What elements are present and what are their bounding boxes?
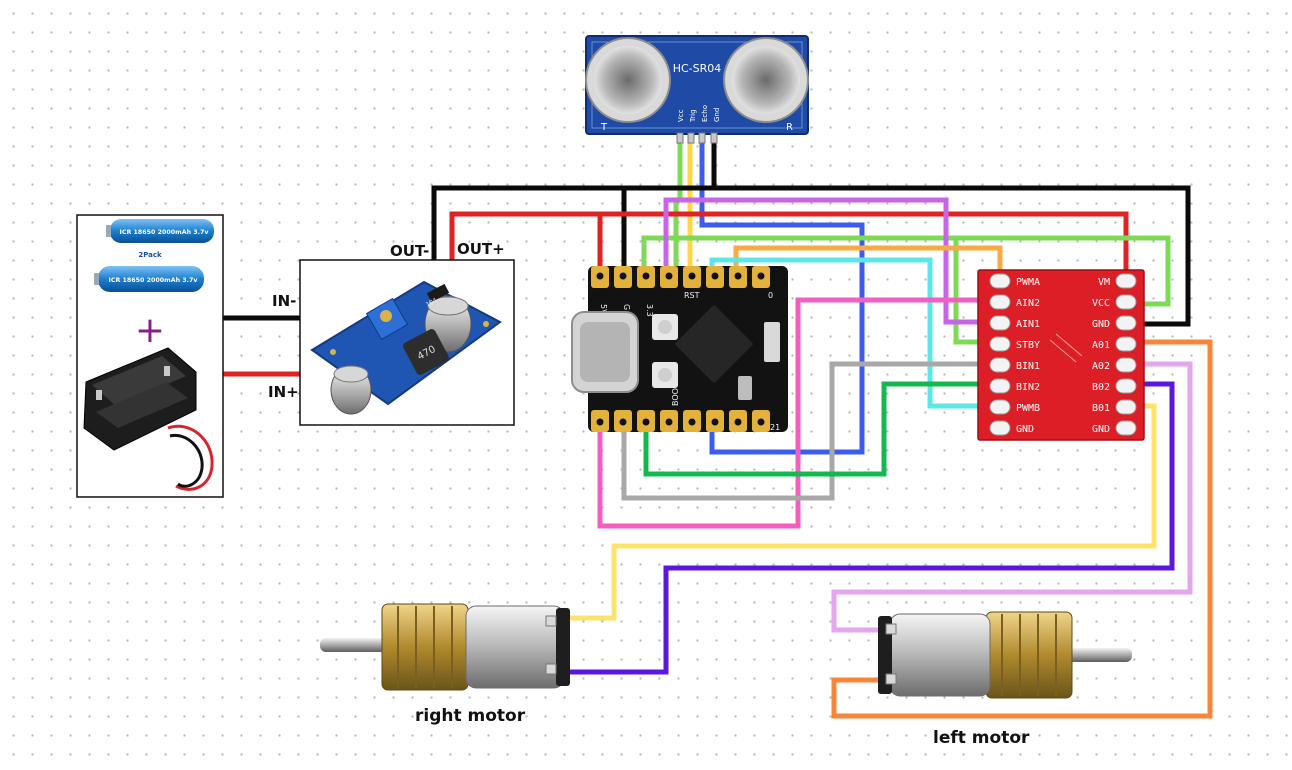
wire-sensor-vcc bbox=[673, 140, 683, 278]
sensor-t-mark: T bbox=[600, 122, 608, 133]
driver-pin-stby: STBY bbox=[1016, 340, 1040, 351]
driver-pin-ain1: AIN1 bbox=[1016, 319, 1040, 330]
buck-out-plus-label: OUT+ bbox=[457, 240, 505, 258]
driver-pin-pwmb: PWMB bbox=[1016, 403, 1040, 414]
buck-in-minus-label: IN- bbox=[272, 292, 297, 310]
battery-holder-icon bbox=[83, 347, 214, 491]
ultrasonic-sensor: HC-SR04 T R Vcc Trig Echo Gnd bbox=[585, 35, 809, 144]
buck-out-minus-label: OUT- bbox=[390, 242, 430, 260]
mcu-label-boot: BOOT bbox=[671, 383, 680, 406]
wire-purple-ain1 bbox=[663, 197, 998, 325]
driver-pin-vm: VM bbox=[1098, 277, 1110, 288]
wire-red-power-bus bbox=[449, 211, 1129, 282]
right-motor bbox=[320, 603, 570, 691]
buck-converter: 470 104 bbox=[299, 259, 515, 426]
sensor-pin-trig: Trig bbox=[689, 109, 697, 123]
driver-pin-bin1: BIN1 bbox=[1016, 361, 1040, 372]
buck-in-plus-label: IN+ bbox=[268, 383, 299, 401]
sensor-r-mark: R bbox=[786, 122, 793, 133]
driver-pin-ain2: AIN2 bbox=[1016, 298, 1040, 309]
mcu-chip-icon bbox=[675, 305, 753, 383]
motor-driver-tb6612: PWMA AIN2 AIN1 STBY BIN1 BIN2 PWMB GND V… bbox=[977, 269, 1145, 441]
driver-pin-bin2: BIN2 bbox=[1016, 382, 1040, 393]
battery-cell-text-top: ICR 18650 2000mAh 3.7v bbox=[120, 229, 210, 236]
wire-yellow-b01 bbox=[568, 403, 1157, 621]
wire-lavender-a02 bbox=[831, 361, 1193, 633]
mcu-label-0: 0 bbox=[768, 291, 773, 300]
mcu-label-21: 21 bbox=[770, 423, 780, 432]
inductor-icon: 470 bbox=[403, 329, 449, 375]
buck-chip-label: 104 bbox=[425, 297, 439, 309]
wire-orange-pwma bbox=[733, 245, 1003, 282]
left-motor bbox=[878, 611, 1132, 699]
sensor-pin-vcc: Vcc bbox=[677, 109, 685, 122]
driver-pin-gnd-left: GND bbox=[1016, 424, 1034, 435]
sensor-pin-gnd: Gnd bbox=[713, 108, 721, 122]
sensor-model-label: HC-SR04 bbox=[673, 62, 722, 75]
mcu-label-g: G bbox=[622, 304, 631, 310]
wire-indigo-b02 bbox=[568, 381, 1175, 675]
mcu-top-header bbox=[591, 266, 770, 288]
driver-pin-vcc: VCC bbox=[1092, 298, 1110, 309]
plus-sign: + bbox=[135, 310, 165, 351]
mcu-bottom-header bbox=[591, 410, 770, 432]
battery-cell-bottom: ICR 18650 2000mAh 3.7v bbox=[94, 266, 204, 292]
wires bbox=[222, 140, 1213, 719]
battery-pack: ICR 18650 2000mAh 3.7v 2Pack ICR 18650 2… bbox=[76, 214, 224, 498]
mcu-label-5v: 5V bbox=[599, 304, 608, 315]
wire-gray-bin1 bbox=[621, 361, 998, 501]
driver-pin-a02: A02 bbox=[1092, 361, 1110, 372]
battery-cell-text-bottom: ICR 18650 2000mAh 3.7v bbox=[109, 277, 199, 284]
wire-sensor-echo bbox=[699, 140, 865, 455]
driver-pin-gnd-right: GND bbox=[1092, 319, 1110, 330]
mcu-label-rst: RST bbox=[684, 291, 700, 300]
driver-pin-b01: B01 bbox=[1092, 403, 1110, 414]
wire-green-vcc bbox=[641, 235, 1171, 307]
sensor-pin-echo: Echo bbox=[701, 105, 709, 122]
driver-pin-pwma: PWMA bbox=[1016, 277, 1040, 288]
driver-pin-b02: B02 bbox=[1092, 382, 1110, 393]
battery-pack-label: 2Pack bbox=[138, 251, 162, 259]
wire-black-gnd-bus bbox=[431, 185, 1191, 327]
driver-pin-a01: A01 bbox=[1092, 340, 1110, 351]
wire-pink-ain2 bbox=[597, 297, 998, 529]
wire-orange-a01 bbox=[831, 339, 1213, 719]
left-motor-label: left motor bbox=[933, 728, 1030, 748]
mcu-label-3v3: 3.3 bbox=[645, 304, 654, 317]
esp32-c3-board: 5V G 3.3 RST 0 BOOT 21 bbox=[571, 266, 788, 432]
right-motor-label: right motor bbox=[415, 706, 526, 726]
battery-cell-top: ICR 18650 2000mAh 3.7v bbox=[106, 219, 214, 243]
driver-pin-gnd-right-2: GND bbox=[1092, 424, 1110, 435]
wire-darkgreen-bin2 bbox=[643, 381, 998, 477]
